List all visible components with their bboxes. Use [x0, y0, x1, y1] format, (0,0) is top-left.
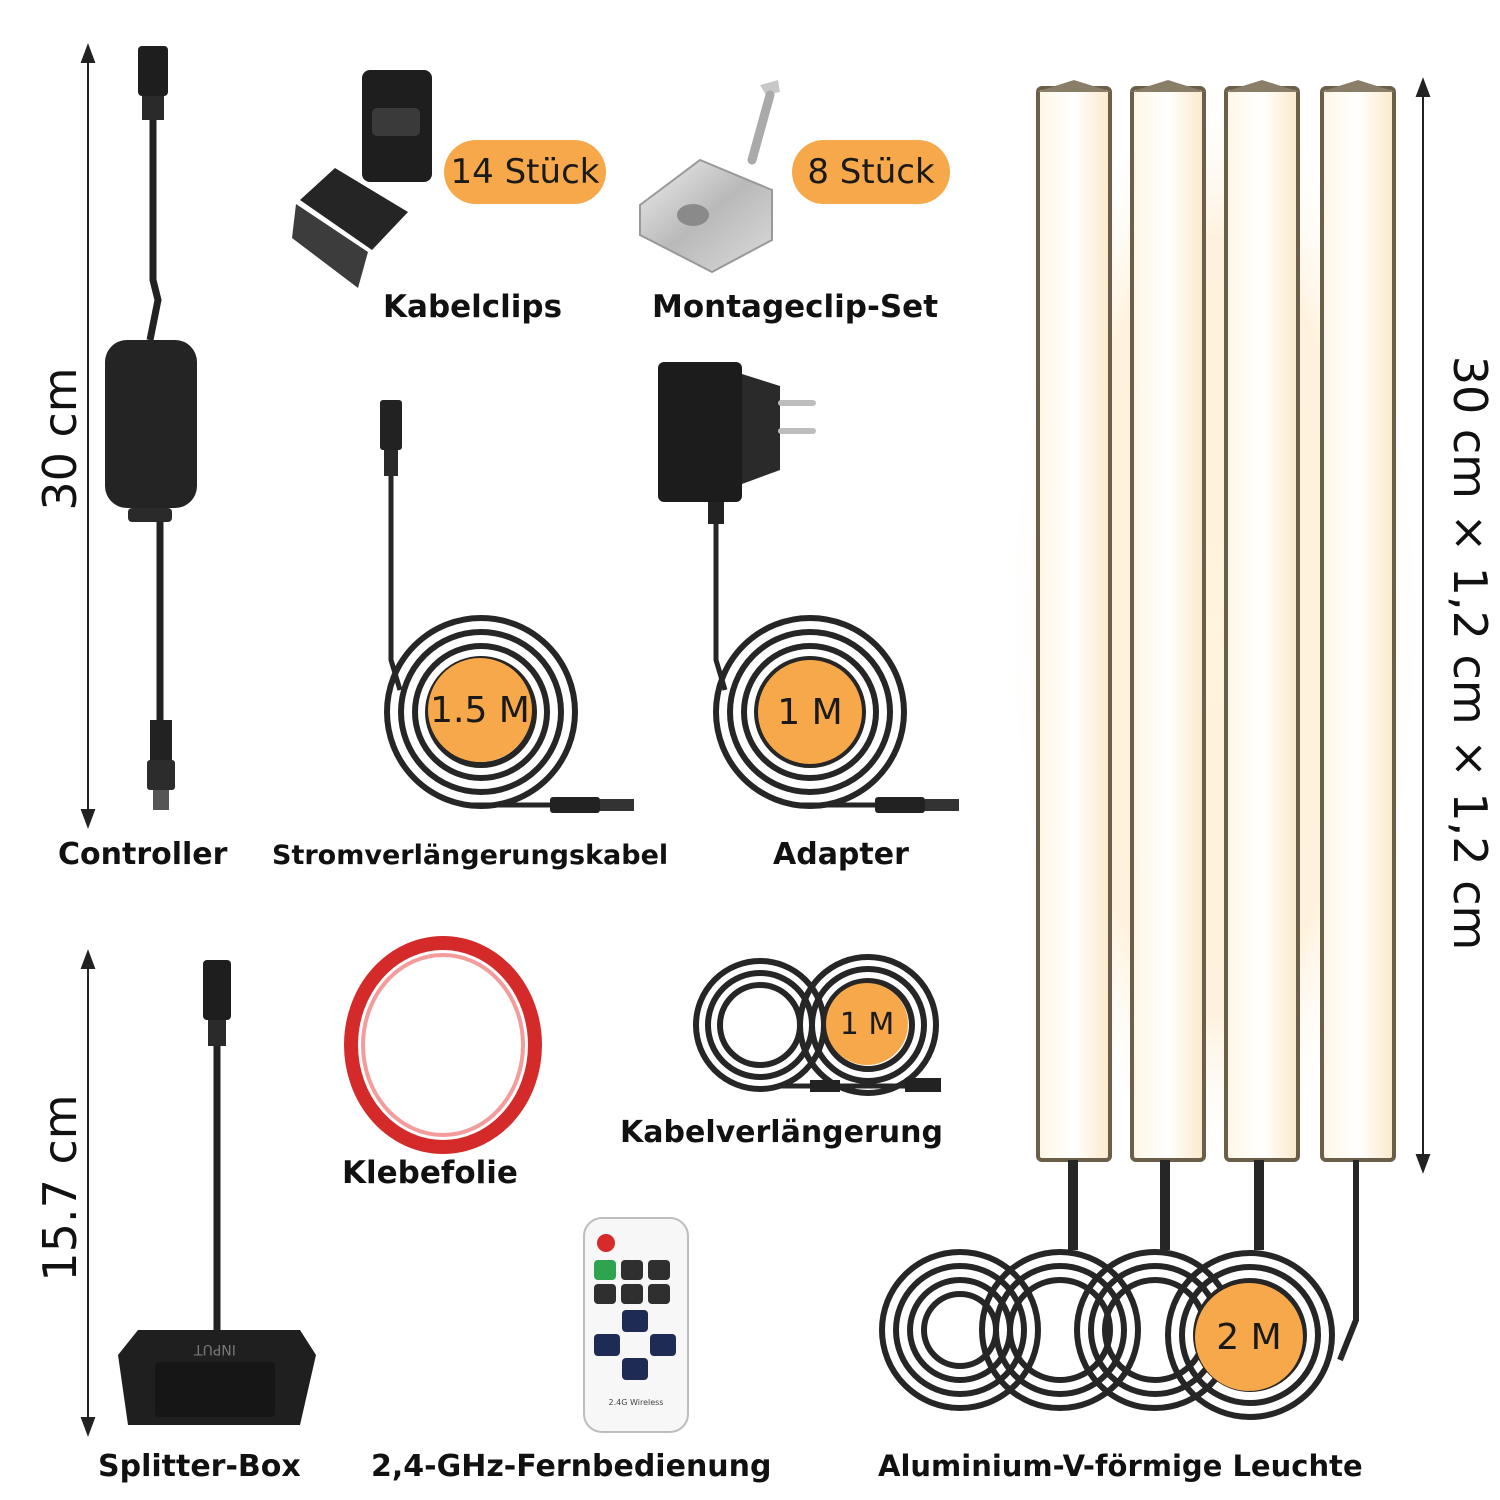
controller-height-label: 30 cm [33, 367, 87, 511]
power-adapter-image [658, 362, 959, 813]
adapter-length-badge: 1 M [758, 660, 862, 764]
strom-length-badge: 1.5 M [428, 658, 532, 762]
fernbedienung-label: 2,4-GHz-Fernbedienung [371, 1449, 772, 1484]
kabelclips-label: Kabelclips [383, 289, 563, 325]
controller-label: Controller [58, 837, 228, 872]
verlaengerung-length-badge: 1 M [826, 983, 908, 1065]
clips-count-badge: 14 Stück [444, 140, 606, 204]
extension-cable-image [380, 400, 634, 813]
controller-device [105, 46, 197, 810]
adapter-label: Adapter [773, 837, 909, 872]
light-size-label: 30 cm × 1,2 cm × 1,2 cm [1443, 355, 1497, 951]
splitter-box-image: INPUT [118, 960, 316, 1425]
light-bar-2 [1130, 80, 1206, 1250]
adhesive-tape-image [344, 936, 542, 1154]
montage-count-badge: 8 Stück [792, 140, 950, 204]
led-light-bars [1005, 70, 1425, 1362]
light-bar-3 [1224, 80, 1300, 1250]
remote-control-image: 2.4G Wireless [583, 1217, 689, 1433]
light-bar-4 [1320, 80, 1396, 1362]
controller-dimension-arrow [80, 43, 96, 829]
light-dimension-arrow [1415, 77, 1431, 1174]
stromkabel-label: Stromverlängerungskabel [272, 840, 669, 871]
splitter-height-label: 15.7 cm [33, 1094, 87, 1282]
remote-brand-mark: 2.4G Wireless [609, 1398, 664, 1407]
montage-clip-image [639, 80, 780, 274]
cable-extension-image [693, 954, 941, 1096]
leuchte-length-badge: 2 M [1195, 1283, 1303, 1391]
montageclip-label: Montageclip-Set [652, 289, 939, 325]
splitter-input-mark: INPUT [194, 1341, 236, 1357]
cable-clips-image [292, 70, 432, 288]
leuchte-label: Aluminium-V-förmige Leuchte [878, 1449, 1363, 1483]
splitter-dimension-arrow [80, 949, 96, 1437]
splitter-label: Splitter-Box [98, 1449, 301, 1484]
light-bar-1 [1036, 80, 1112, 1250]
kabelverlaengerung-label: Kabelverlängerung [620, 1115, 943, 1150]
klebefolie-label: Klebefolie [342, 1155, 518, 1191]
